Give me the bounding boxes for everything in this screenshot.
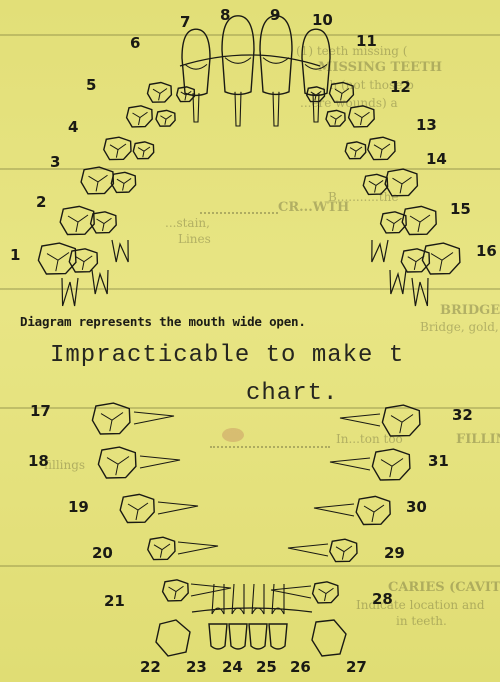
tooth-number-4: 4 [68,120,78,135]
tooth-outline-19 [120,494,154,522]
tooth-number-16: 16 [476,244,497,259]
tooth-outline-16 [422,243,460,274]
tooth-outline-14-lingual [363,174,387,194]
tooth-outline-28 [313,582,339,603]
tooth-number-15: 15 [450,202,471,217]
tooth-number-11: 11 [356,34,377,49]
tooth-number-12: 12 [390,80,411,95]
typed-note-line-1: Impracticable to make t [50,342,404,369]
tooth-outline-32 [382,405,420,436]
tooth-outline-26 [269,584,287,649]
tooth-outline-16-lingual [401,249,429,272]
tooth-number-6: 6 [130,36,140,51]
tooth-number-8: 8 [220,8,230,23]
tooth-outline-17 [92,403,129,434]
tooth-outline-2 [60,206,94,234]
tooth-number-26: 26 [290,660,311,675]
tooth-number-19: 19 [68,500,89,515]
tooth-number-21: 21 [104,594,125,609]
tooth-number-24: 24 [222,660,243,675]
tooth-outline-6-lingual [177,87,195,102]
tooth-outline-14 [385,169,417,196]
tooth-outline-13 [368,137,395,159]
tooth-outline-4 [104,137,131,159]
tooth-number-29: 29 [384,546,405,561]
tooth-outline-27 [312,620,346,656]
tooth-outline-12 [349,106,375,127]
tooth-outline-11 [330,83,354,103]
typed-note-line-2: chart. [246,380,338,407]
tooth-outline-7 [182,29,210,122]
tooth-outline-9 [260,16,292,126]
tooth-number-1: 1 [10,248,20,263]
tooth-number-2: 2 [36,195,46,210]
tooth-outline-20 [148,537,175,559]
tooth-number-32: 32 [452,408,473,423]
tooth-outline-6 [148,83,172,103]
tooth-outline-29 [330,539,357,561]
upper-arch [38,16,460,306]
tooth-outline-3-lingual [111,172,135,192]
diagram-caption: Diagram represents the mouth wide open. [20,314,306,329]
tooth-number-30: 30 [406,500,427,515]
tooth-number-17: 17 [30,404,51,419]
tooth-outline-3 [81,167,113,194]
tooth-outline-12-lingual [326,110,345,126]
tooth-number-9: 9 [270,8,280,23]
tooth-number-22: 22 [140,660,161,675]
tooth-outline-24 [229,584,247,649]
tooth-outline-21 [163,580,189,601]
tooth-outline-31 [372,449,410,480]
tooth-outline-1-lingual [69,249,97,272]
tooth-outline-25 [249,584,267,649]
tooth-outline-10 [302,29,330,122]
tooth-outline-18 [98,447,135,478]
tooth-number-20: 20 [92,546,113,561]
tooth-number-23: 23 [186,660,207,675]
tooth-outline-4-lingual [133,142,153,159]
tooth-number-5: 5 [86,78,96,93]
tooth-outline-8 [222,16,254,126]
tooth-number-27: 27 [346,660,367,675]
tooth-number-14: 14 [426,152,447,167]
tooth-number-10: 10 [312,13,333,28]
tooth-outline-5-lingual [156,110,175,126]
tooth-outline-22 [156,620,190,656]
tooth-number-7: 7 [180,15,190,30]
tooth-outline-30 [356,496,390,524]
tooth-outline-15 [402,206,436,234]
tooth-number-13: 13 [416,118,437,133]
tooth-outline-5 [127,106,153,127]
tooth-number-25: 25 [256,660,277,675]
tooth-outline-13-lingual [345,142,365,159]
tooth-number-31: 31 [428,454,449,469]
lower-arch [92,403,420,656]
tooth-outline-23 [209,584,227,649]
tooth-number-18: 18 [28,454,49,469]
tooth-number-3: 3 [50,155,60,170]
tooth-number-28: 28 [372,592,393,607]
